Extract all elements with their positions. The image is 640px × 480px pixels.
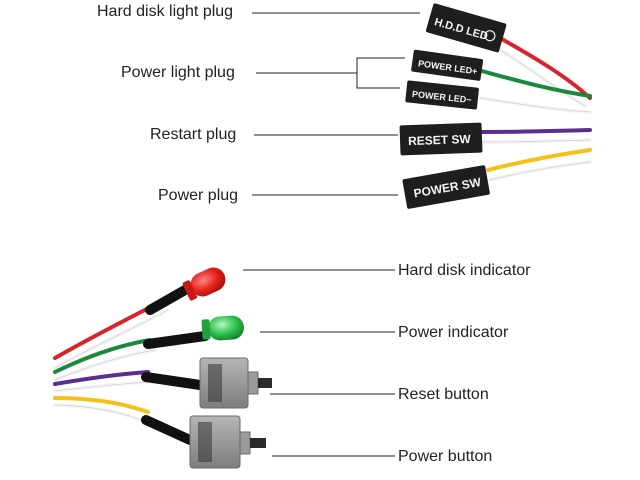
connector-power-led-negative: POWER LED−	[405, 80, 479, 110]
reset-switch	[199, 357, 272, 409]
wire-hdd-red	[498, 36, 592, 100]
connector-reset-sw: RESET SW	[399, 122, 483, 156]
label-power-plug: Power plug	[158, 187, 239, 204]
power-switch	[189, 415, 266, 469]
sleeve-green-led	[143, 331, 210, 349]
red-led-indicator	[182, 267, 226, 301]
sleeve-reset	[141, 372, 205, 390]
label-hdd-plug: Hard disk light plug	[97, 3, 234, 20]
connector-label-reset: RESET SW	[408, 132, 472, 148]
label-power-indicator: Power indicator	[398, 324, 509, 341]
leader-bracket-power-light	[356, 57, 405, 89]
wire-reset-bottom-purple	[53, 370, 150, 386]
label-reset-button: Reset button	[398, 386, 489, 403]
green-led-indicator	[201, 315, 244, 341]
wire-power-yellow	[486, 148, 592, 172]
sleeve-red-led	[145, 285, 190, 315]
label-power-light-plug: Power light plug	[121, 64, 235, 81]
connector-power-led-positive: POWER LED+	[411, 49, 484, 81]
top-wires	[476, 36, 592, 182]
wire-power-led-green	[476, 68, 592, 98]
wire-reset-purple	[480, 128, 592, 134]
connector-power-sw: POWER SW	[402, 165, 490, 209]
wire-power-bottom-yellow	[53, 396, 150, 414]
bottom-wires	[53, 300, 170, 424]
label-restart-plug: Restart plug	[150, 126, 237, 143]
connector-hdd-led: H.D.D LED	[425, 3, 507, 53]
label-hdd-indicator: Hard disk indicator	[398, 262, 531, 279]
warning-symbol-icon	[484, 30, 496, 42]
wire-led-green	[53, 338, 152, 374]
label-power-button: Power button	[398, 448, 493, 465]
sleeve-power	[141, 415, 195, 445]
